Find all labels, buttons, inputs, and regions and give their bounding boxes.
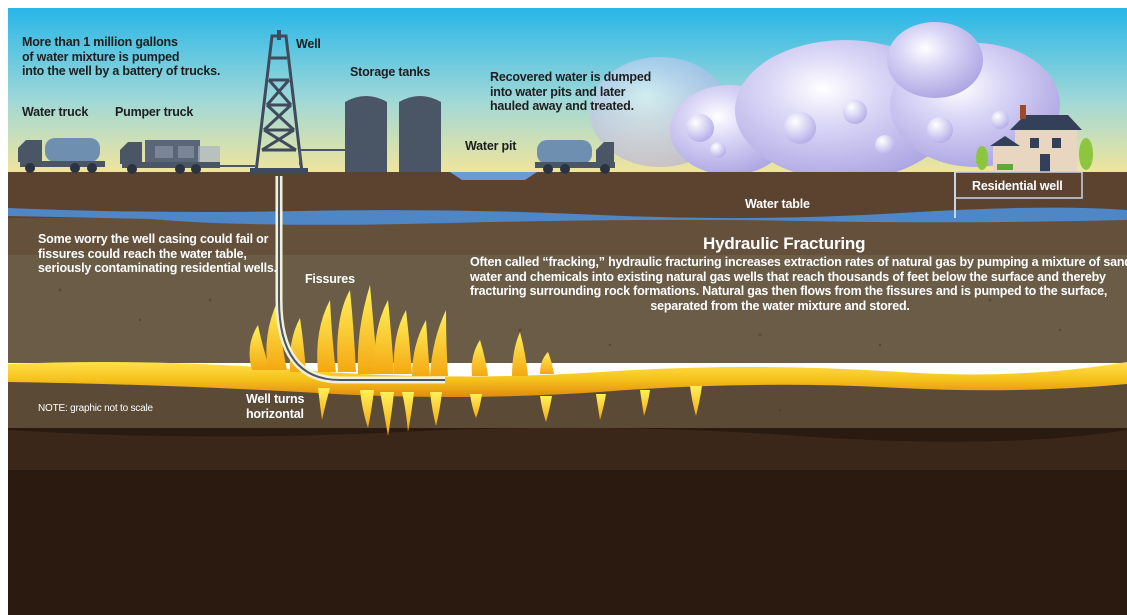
description-line: separated from the water mixture and sto…	[650, 298, 910, 313]
recovered-water-line: hauled away and treated.	[490, 99, 634, 113]
well-label: Well	[296, 37, 321, 51]
diagram-title: Hydraulic Fracturing	[703, 234, 866, 253]
gas-layer	[8, 362, 1127, 397]
intro-line: into the well by a battery of trucks.	[22, 64, 221, 78]
worry-line: Some worry the well casing could fail or	[38, 232, 269, 246]
description-line: water and chemicals into existing natura…	[470, 269, 1106, 284]
rock-layer-1	[8, 218, 1127, 258]
well-turns-line: Well turns	[246, 392, 305, 406]
water-truck-illustration	[18, 138, 105, 173]
fissures	[249, 285, 702, 436]
water-pit	[450, 172, 537, 180]
recovered-water-line: into water pits and later	[490, 84, 626, 99]
worry-line: seriously contaminating residential well…	[38, 261, 277, 275]
water-truck-label: Water truck	[22, 105, 89, 119]
water-table	[8, 207, 1127, 225]
description-text: Often called “fracking,” hydraulic fract…	[470, 255, 1127, 313]
worry-text: Some worry the well casing could fail or…	[38, 232, 277, 276]
recovered-water-text: Recovered water is dumped into water pit…	[490, 70, 651, 114]
fissures-label: Fissures	[305, 272, 355, 286]
intro-text: More than 1 million gallons of water mix…	[22, 35, 220, 79]
well-derrick	[254, 30, 304, 173]
pit-truck-illustration	[535, 140, 615, 174]
well-turns-text: Well turns horizontal	[246, 392, 304, 421]
residential-well-label: Residential well	[972, 179, 1063, 193]
intro-line: More than 1 million gallons	[22, 35, 178, 49]
house-illustration	[976, 105, 1093, 172]
storage-tanks	[345, 96, 441, 172]
intro-line: of water mixture is pumped	[22, 49, 180, 64]
recovered-water-line: Recovered water is dumped	[490, 70, 652, 84]
pumper-truck-label: Pumper truck	[115, 105, 194, 119]
well-turns-line: horizontal	[246, 406, 304, 421]
storage-tanks-label: Storage tanks	[350, 65, 431, 79]
rock-layer-2	[8, 255, 1127, 363]
description-line: Often called “fracking,” hydraulic fract…	[470, 255, 1127, 269]
worry-line: fissures could reach the water table,	[38, 246, 247, 261]
water-table-label: Water table	[745, 197, 810, 211]
scale-note: NOTE: graphic not to scale	[38, 403, 153, 414]
pumper-truck-illustration	[120, 140, 220, 174]
water-pit-label: Water pit	[465, 139, 517, 153]
description-line: fracturing surrounding rock formations. …	[470, 284, 1108, 298]
clouds	[590, 22, 1060, 180]
